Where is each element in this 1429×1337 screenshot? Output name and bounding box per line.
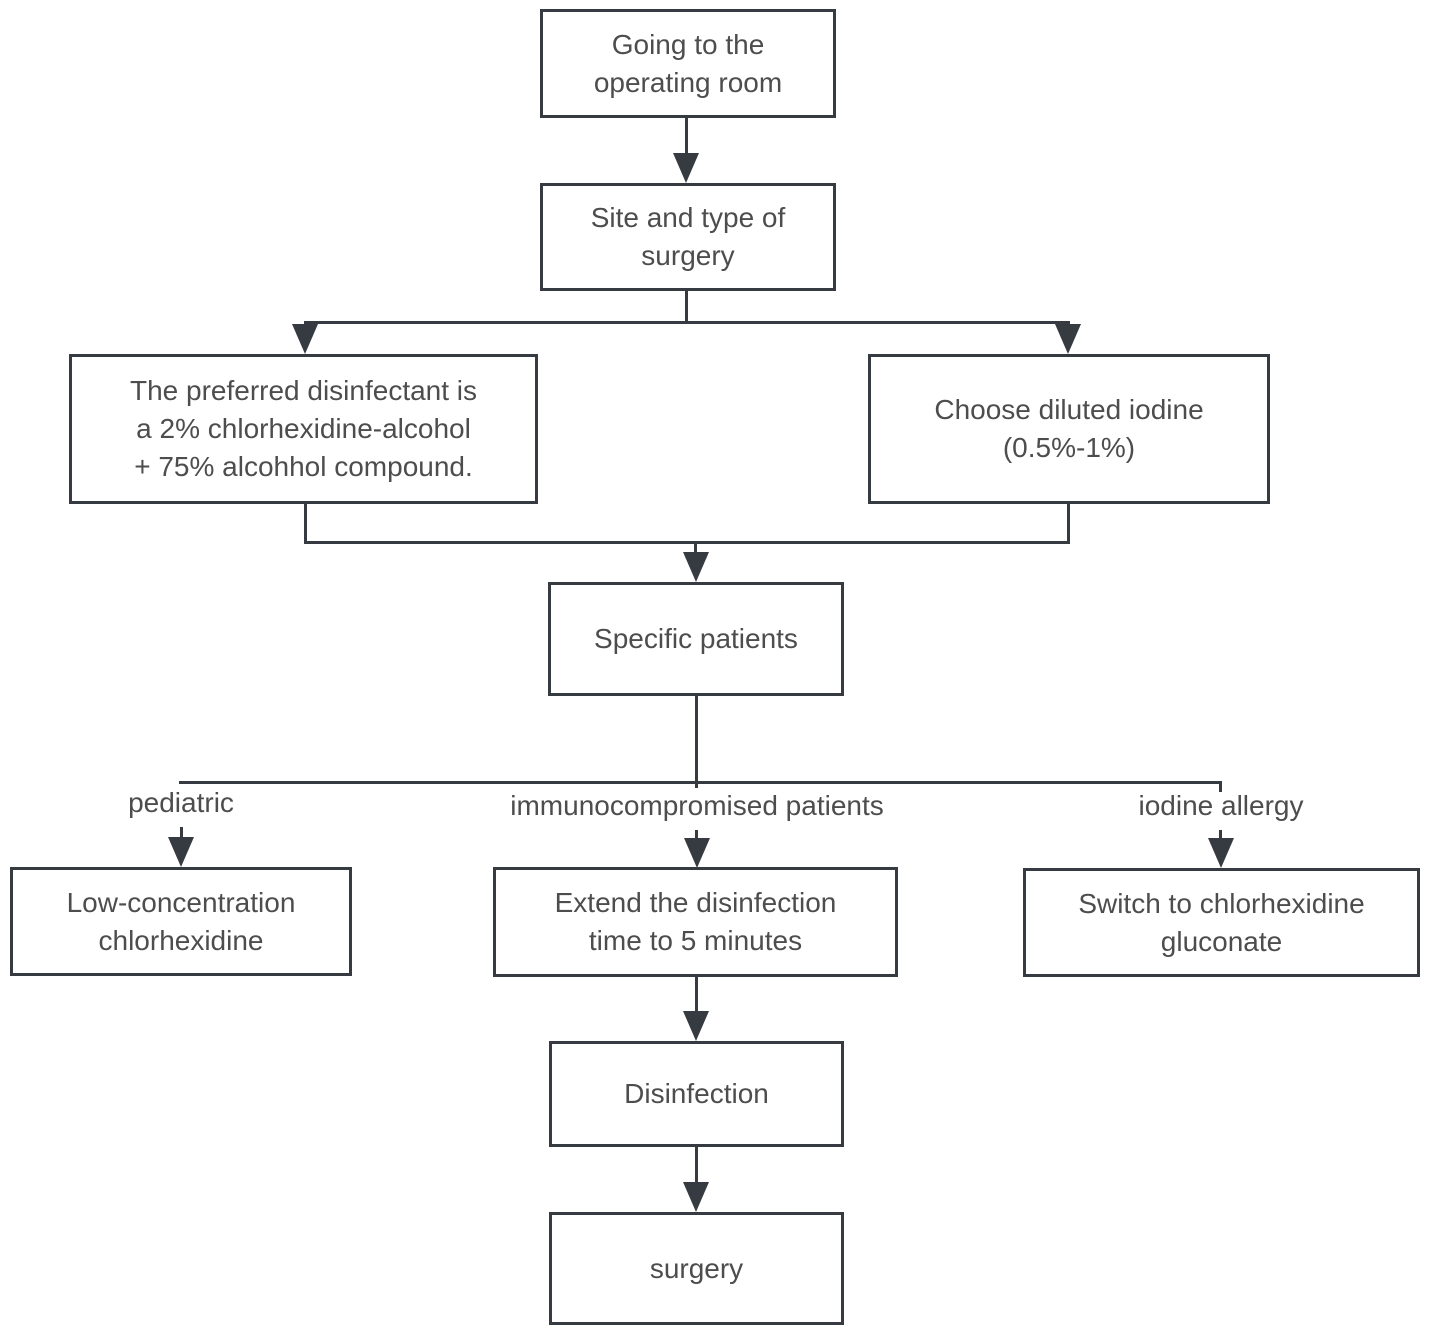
branch-label-pediatric: pediatric xyxy=(128,787,234,818)
node-low-concentration-chlorhexidine: Low-concentration chlorhexidine xyxy=(10,867,352,976)
node-extend-disinfection-time: Extend the disinfection time to 5 minute… xyxy=(493,867,898,977)
connector-site-split-stem xyxy=(685,291,688,324)
connector-merge-down-stem xyxy=(694,544,697,558)
branch-label-iodine-allergy: iodine allergy xyxy=(1138,790,1304,821)
arrowhead-into-surgery xyxy=(683,1182,709,1212)
arrowhead-into-extend-time xyxy=(684,838,710,868)
connector-iodine-allergy-stem xyxy=(1219,830,1222,842)
connector-pediatric-stem xyxy=(180,827,183,841)
arrowhead-into-low-concentration xyxy=(168,837,194,867)
node-disinfection: Disinfection xyxy=(549,1041,844,1147)
connector-distribution-right-tick xyxy=(1219,781,1222,792)
arrowhead-into-disinfection xyxy=(683,1011,709,1041)
node-switch-to-chlorhexidine-gluconate: Switch to chlorhexidine gluconate xyxy=(1023,868,1420,977)
arrowhead-into-switch-gluconate xyxy=(1208,838,1234,868)
node-choose-diluted-iodine: Choose diluted iodine (0.5%-1%) xyxy=(868,354,1270,504)
arrowhead-into-site xyxy=(673,153,699,183)
connector-going-to-site-stem xyxy=(685,117,688,159)
node-going-to-operating-room: Going to the operating room xyxy=(540,9,836,118)
connector-specific-down-stem xyxy=(695,696,698,788)
connector-immuno-stem xyxy=(695,830,698,842)
arrowhead-into-diluted-iodine xyxy=(1055,324,1081,354)
node-surgery: surgery xyxy=(549,1212,844,1325)
connector-split-horizontal xyxy=(304,321,1070,324)
node-preferred-disinfectant: The preferred disinfectant is a 2% chlor… xyxy=(69,354,538,504)
connector-distribution-horizontal xyxy=(179,781,1222,784)
connector-extend-to-disinfection-stem xyxy=(695,977,698,1015)
branch-label-immunocompromised-patients: immunocompromised patients xyxy=(510,790,884,821)
arrowhead-into-specific-patients xyxy=(683,552,709,582)
connector-merge-horizontal xyxy=(304,541,1070,544)
connector-iodine-down-stem xyxy=(1067,504,1070,544)
node-specific-patients: Specific patients xyxy=(548,582,844,696)
arrowhead-into-preferred-disinfectant xyxy=(292,324,318,354)
connector-preferred-down-stem xyxy=(304,503,307,544)
node-site-and-type-of-surgery: Site and type of surgery xyxy=(540,183,836,291)
connector-disinfection-to-surgery-stem xyxy=(695,1147,698,1186)
